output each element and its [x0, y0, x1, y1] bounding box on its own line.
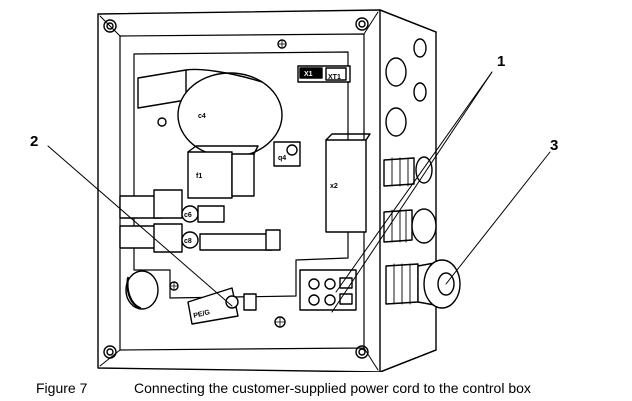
figure-number: Figure 7 — [36, 380, 88, 396]
pe-label: PE/G — [193, 309, 211, 320]
xt1-label: XT1 — [328, 74, 341, 81]
terminal-x1: X1 XT1 — [297, 65, 351, 83]
pe-terminal: PE/G — [187, 287, 286, 328]
x1-label: X1 — [304, 71, 313, 78]
x2-label: x2 — [330, 183, 338, 190]
component-f1: f1 — [187, 145, 259, 199]
figure-caption: Figure 7 Connecting the customer-supplie… — [36, 380, 632, 398]
c6-label: c6 — [184, 212, 192, 219]
cable-glands — [383, 156, 461, 309]
leader-3 — [445, 151, 551, 285]
callout-3: 3 — [550, 137, 558, 154]
control-box-diagram: X1 XT1 c4 f1 q4 x2 c6 c8 — [30, 9, 558, 372]
connector-x2: x2 — [325, 133, 371, 233]
leader-1a — [335, 71, 493, 293]
relay-q4: q4 — [273, 141, 301, 167]
housing — [97, 9, 437, 372]
modules-c6-c8: c6 c8 — [119, 189, 281, 253]
q4-label: q4 — [278, 155, 286, 162]
callout-1: 1 — [497, 53, 505, 70]
gland-upper — [383, 156, 433, 187]
lower-left-knockout — [125, 270, 159, 310]
corner-holes — [103, 17, 369, 359]
c8-label: c8 — [184, 238, 192, 245]
gland-lower — [385, 259, 461, 309]
circuit-board — [133, 39, 349, 299]
caption-text: Connecting the customer-supplied power c… — [134, 380, 531, 396]
c4-label: c4 — [198, 113, 206, 120]
f1-label: f1 — [196, 173, 202, 180]
capacitor-c4: c4 — [137, 68, 283, 158]
callout-2: 2 — [30, 133, 38, 150]
side-knockouts — [385, 38, 427, 137]
gland-middle — [383, 208, 437, 244]
leader-lines — [47, 71, 551, 313]
leader-1b — [331, 71, 493, 313]
leader-2 — [47, 145, 233, 307]
